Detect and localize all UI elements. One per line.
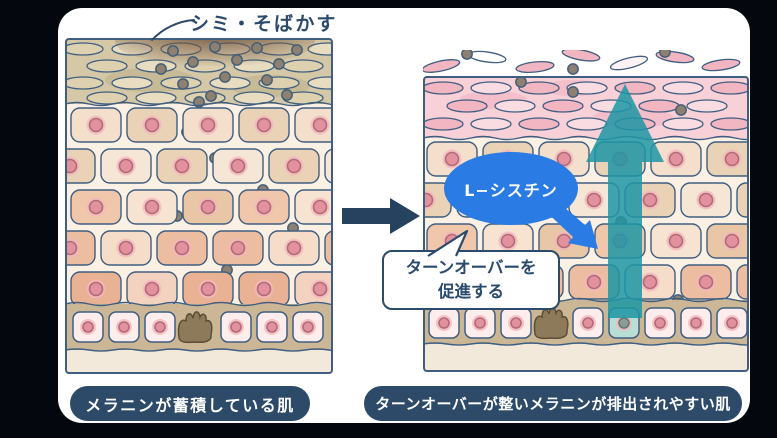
spots-pointer-line-icon (151, 19, 195, 41)
left-skin-diagram (65, 38, 333, 374)
turnover-up-arrow-icon (586, 84, 664, 318)
caption-right-label: ターンオーバーが整いメラニンが排出されやすい肌 (375, 395, 731, 413)
dermis (66, 350, 332, 373)
caption-left-pill: メラニンが蓄積している肌 (70, 386, 310, 421)
dermis (424, 344, 748, 371)
lcystine-bubble: L−シスチン (444, 152, 578, 225)
pink-corneum (423, 77, 749, 138)
caption-right-pill: ターンオーバーが整いメラニンが排出されやすい肌 (364, 386, 742, 421)
turnover-bubble-tail-icon (427, 229, 469, 257)
lcystine-bubble-label: L−シスチン (464, 180, 558, 200)
turnover-bubble-line2: 促進する (438, 282, 504, 301)
turnover-bubble: ターンオーバーを 促進する (382, 250, 560, 310)
spots-label: シミ・そばかす (190, 13, 338, 35)
flaking-cells (423, 50, 741, 75)
basal-layer (66, 304, 332, 350)
caption-left-label: メラニンが蓄積している肌 (85, 395, 295, 415)
melanocyte-icon (177, 311, 213, 344)
turnover-bubble-line1: ターンオーバーを (405, 258, 537, 278)
epidermis-cells (65, 107, 333, 307)
melanocyte-icon (533, 307, 569, 340)
transition-right-arrow-icon (342, 198, 420, 234)
